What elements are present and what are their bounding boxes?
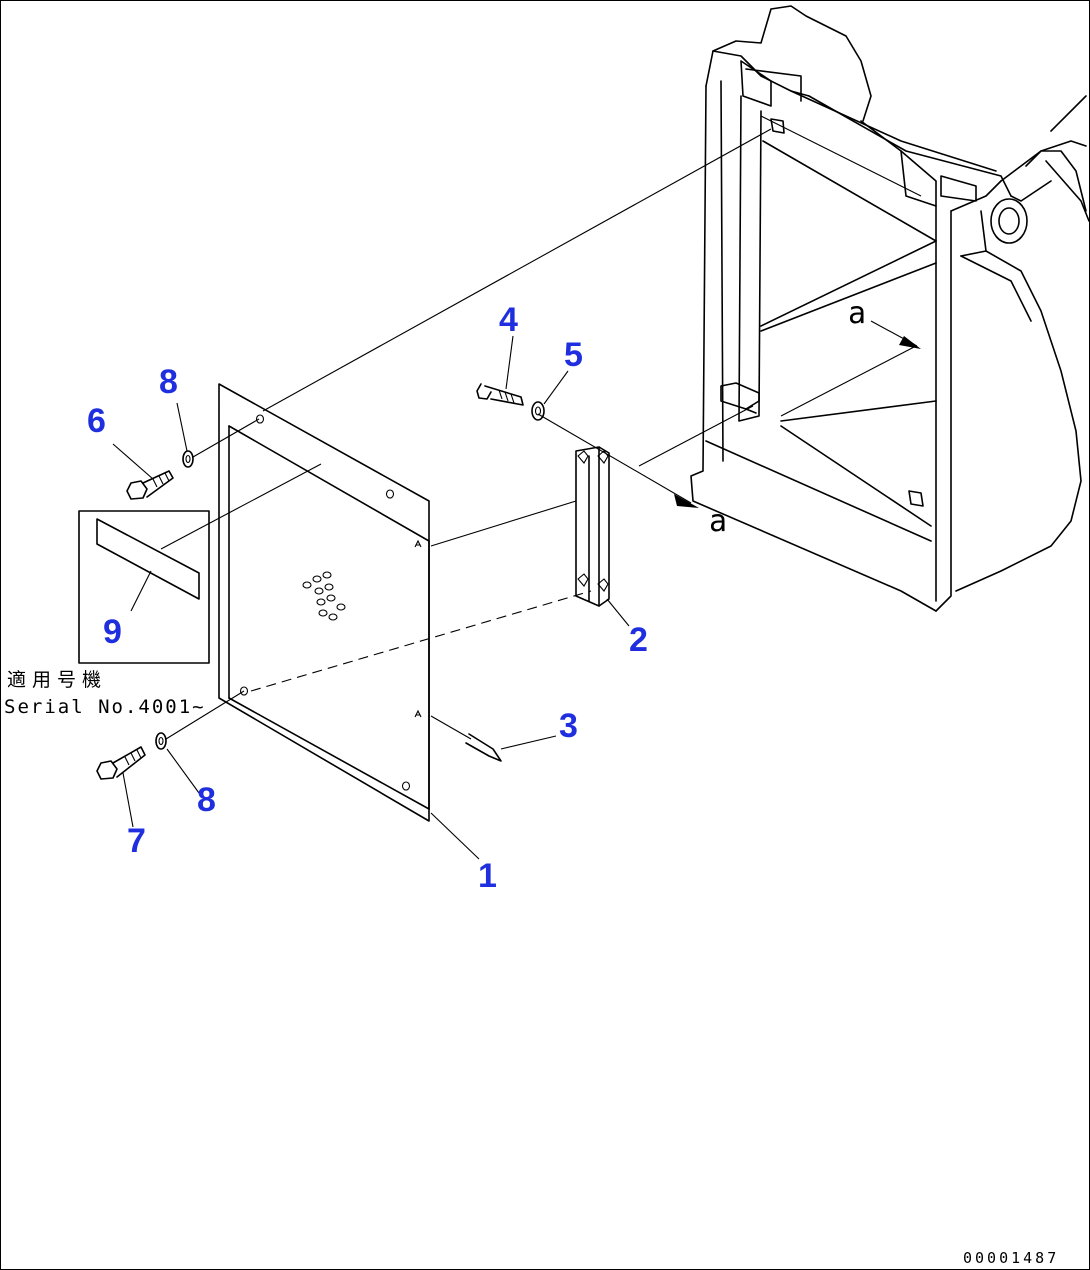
callout-leaders xyxy=(112,335,630,860)
bolt-part-6 xyxy=(126,470,174,500)
callout-7: 7 xyxy=(127,822,146,860)
washer-part-8-lower xyxy=(155,732,167,750)
callout-6: 6 xyxy=(87,402,106,440)
reference-a-lower: a xyxy=(709,504,728,539)
callout-9: 9 xyxy=(103,613,122,651)
callout-1: 1 xyxy=(478,857,497,895)
projection-lines xyxy=(250,128,917,692)
callout-4: 4 xyxy=(499,301,518,339)
callout-5: 5 xyxy=(564,336,583,374)
callout-8-upper: 8 xyxy=(159,363,178,401)
drawing-number: 00001487 xyxy=(963,1249,1060,1267)
machine-frame xyxy=(690,5,1089,612)
bolt-part-4 xyxy=(476,383,524,406)
bolt-part-7 xyxy=(96,746,146,780)
reference-arrows xyxy=(674,320,921,508)
bracket-part-2 xyxy=(575,446,610,607)
reference-a-upper: a xyxy=(848,296,867,331)
washer-part-8-upper xyxy=(182,450,194,468)
cover-vent-pattern xyxy=(302,571,346,621)
serial-number-note: Serial No.4001~ xyxy=(4,696,206,718)
callout-3: 3 xyxy=(559,707,578,745)
washer-part-5 xyxy=(531,401,545,421)
callout-8-lower: 8 xyxy=(197,781,216,819)
label-detail-box xyxy=(78,463,322,664)
callout-2: 2 xyxy=(629,621,648,659)
applicable-serial-label: 適用号機 xyxy=(7,669,108,691)
cover-plate-part-1 xyxy=(218,383,430,822)
pin-part-3 xyxy=(430,715,502,762)
